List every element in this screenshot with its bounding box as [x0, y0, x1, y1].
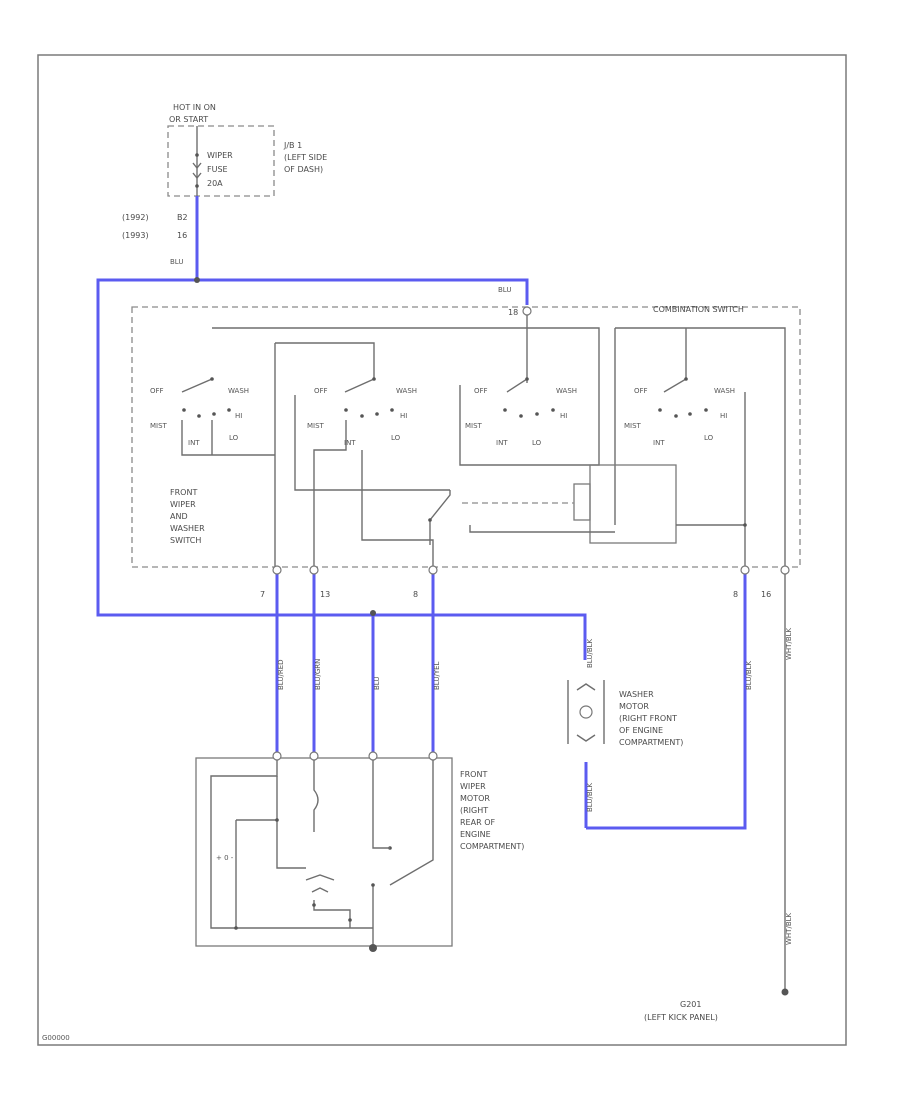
front-switch-label-3: AND: [170, 512, 188, 521]
svg-text:LO: LO: [704, 434, 714, 442]
wiper-motor-label-2: WIPER: [460, 782, 486, 791]
wiper-motor-label-4: (RIGHT: [460, 806, 488, 815]
motor-ground-point: [369, 944, 377, 952]
svg-text:HI: HI: [560, 412, 567, 420]
fuse-header-line-1: HOT IN ON: [173, 103, 216, 112]
washer-motor: BLU/BLK BLU/BLK WASHER MOTOR (RIGHT FRON…: [567, 638, 683, 812]
feed-year-1992: (1992): [122, 213, 149, 222]
fuse-header-line-2: OR START: [169, 115, 208, 124]
switch-contacts-3: OFF WASH MIST HI INT LO: [465, 377, 577, 447]
fuse-label-line-2: FUSE: [207, 165, 228, 174]
fuse-label-line-3: 20A: [207, 179, 223, 188]
svg-text:OFF: OFF: [474, 387, 488, 395]
combination-switch-title: COMBINATION SWITCH: [653, 305, 744, 314]
svg-text:WASH: WASH: [228, 387, 249, 395]
power-feed-wire: [96, 196, 747, 830]
svg-text:INT: INT: [344, 439, 356, 447]
switch-pin-5: 16: [761, 590, 771, 599]
washer-label-3: (RIGHT FRONT: [619, 714, 677, 723]
switch-pin-4: 8: [733, 590, 738, 599]
wire-color-7: WHT/BLK: [785, 912, 793, 945]
front-switch-label-4: WASHER: [170, 524, 205, 533]
switch-feed-wire-color: BLU: [498, 286, 511, 294]
svg-text:INT: INT: [496, 439, 508, 447]
ground-location: (LEFT KICK PANEL): [644, 1013, 718, 1022]
washer-wire-in: BLU/BLK: [586, 638, 594, 668]
figure-id: G00000: [42, 1034, 70, 1042]
svg-text:INT: INT: [188, 439, 200, 447]
wiper-motor-label-5: REAR OF: [460, 818, 495, 827]
combination-switch: COMBINATION SWITCH 18 OFF WASH MIST HI INT…: [131, 305, 801, 575]
switch-contacts-1: OFF WASH MIST HI INT LO: [150, 377, 275, 456]
svg-text:HI: HI: [235, 412, 242, 420]
wire-color-4: BLU/YEL: [433, 661, 441, 690]
switch-contacts-4: OFF WASH MIST HI INT LO: [624, 377, 746, 568]
switch-feed-pin: 18: [508, 308, 518, 317]
ground-point: [781, 988, 789, 996]
wiper-motor-label-7: COMPARTMENT): [460, 842, 524, 851]
wire-color-2: BLU/GRN: [314, 659, 322, 690]
svg-text:OFF: OFF: [314, 387, 328, 395]
wiper-motor-label-3: MOTOR: [460, 794, 490, 803]
washer-label-2: MOTOR: [619, 702, 649, 711]
wiper-motor-coil: + 0 -: [216, 854, 234, 862]
front-wiper-motor: + 0 - FRONT WIPER MOTOR (RIGHT REAR OF E…: [195, 751, 524, 952]
wire-color-3: BLU: [373, 677, 381, 690]
svg-text:LO: LO: [391, 434, 401, 442]
svg-text:HI: HI: [720, 412, 727, 420]
svg-text:WASH: WASH: [556, 387, 577, 395]
svg-text:WASH: WASH: [396, 387, 417, 395]
feed-wire-color: BLU: [170, 258, 183, 266]
front-switch-label-1: FRONT: [170, 488, 197, 497]
svg-text:WASH: WASH: [714, 387, 735, 395]
wire-color-1: BLU/RED: [277, 659, 285, 690]
front-switch-label-2: WIPER: [170, 500, 196, 509]
wire-color-5: BLU/BLK: [745, 660, 753, 690]
svg-text:MIST: MIST: [150, 422, 168, 430]
washer-wire-out: BLU/BLK: [586, 782, 594, 812]
svg-text:LO: LO: [229, 434, 239, 442]
switch-contacts-2: OFF WASH MIST HI INT LO: [294, 377, 450, 568]
washer-label-4: OF ENGINE: [619, 726, 663, 735]
fuse-label-line-1: WIPER: [207, 151, 233, 160]
front-switch-label-5: SWITCH: [170, 536, 201, 545]
washer-label-1: WASHER: [619, 690, 654, 699]
fuse-location-line-3: OF DASH): [284, 165, 323, 174]
feed-year-1993: (1993): [122, 231, 149, 240]
svg-text:OFF: OFF: [150, 387, 164, 395]
ground-id: G201: [680, 1000, 701, 1009]
feed-pin-1992: B2: [177, 213, 188, 222]
feed-pin-1993: 16: [177, 231, 187, 240]
svg-text:LO: LO: [532, 439, 542, 447]
svg-text:MIST: MIST: [307, 422, 325, 430]
switch-pin-3: 8: [413, 590, 418, 599]
washer-label-5: COMPARTMENT): [619, 738, 683, 747]
wiper-motor-label-6: ENGINE: [460, 830, 491, 839]
svg-text:HI: HI: [400, 412, 407, 420]
diagram-border: [37, 54, 847, 1046]
svg-text:MIST: MIST: [624, 422, 642, 430]
fuse-location-line-2: (LEFT SIDE: [284, 153, 327, 162]
svg-text:INT: INT: [653, 439, 665, 447]
fuse-location-line-1: J/B 1: [283, 141, 302, 150]
wire-color-6: WHT/BLK: [785, 627, 793, 660]
fuse-block: HOT IN ON OR START WIPER FUSE 20A J/B 1 …: [167, 103, 327, 197]
wiper-motor-label-1: FRONT: [460, 770, 487, 779]
switch-pin-2: 13: [320, 590, 330, 599]
svg-text:OFF: OFF: [634, 387, 648, 395]
switch-pin-1: 7: [260, 590, 265, 599]
svg-text:MIST: MIST: [465, 422, 483, 430]
